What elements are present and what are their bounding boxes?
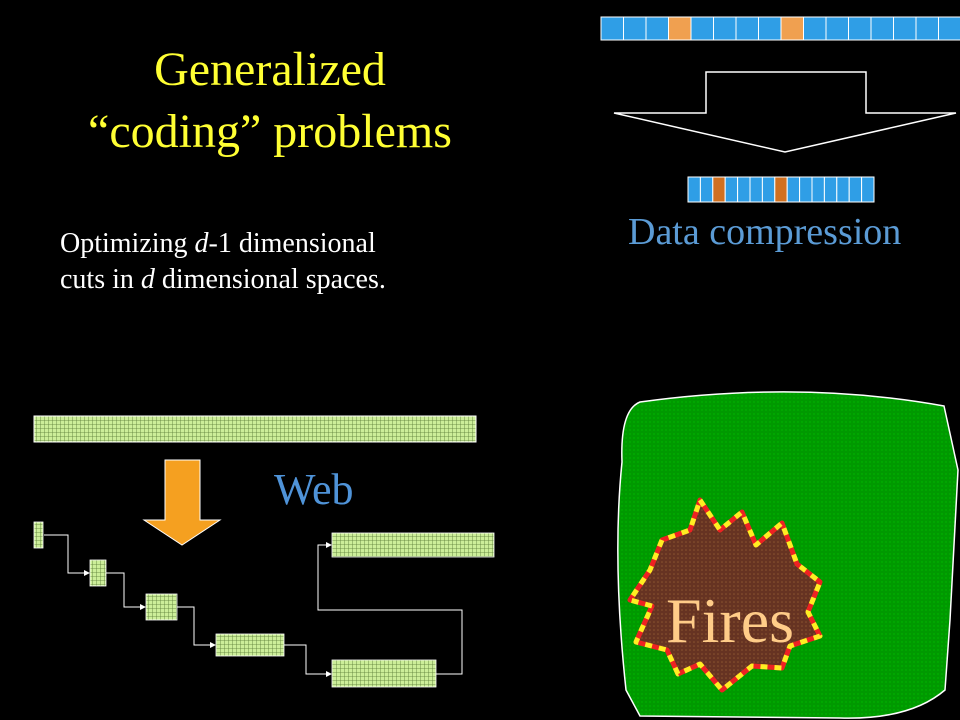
compressed-data-cell <box>836 176 850 203</box>
compressed-data-cell <box>761 176 776 203</box>
input-data-cell <box>825 16 849 41</box>
description-line2-var: d <box>140 264 155 295</box>
compressed-data-cell <box>737 176 751 203</box>
compressed-data-cell <box>823 176 838 203</box>
compressed-data-cell <box>712 176 726 203</box>
web-node-2 <box>89 559 107 587</box>
web-down-arrow <box>142 459 222 546</box>
input-data-strip <box>600 16 960 41</box>
compressed-data-cell <box>848 176 863 203</box>
input-data-cell <box>780 16 804 41</box>
description-line2-rest: dimensional spaces. <box>154 264 386 295</box>
input-data-cell <box>758 16 782 41</box>
description-line1-rest: -1 dimensional <box>208 228 376 259</box>
compressed-data-cell <box>749 176 763 203</box>
fire-region <box>630 500 820 690</box>
web-node-5 <box>331 659 437 688</box>
input-data-cell <box>735 16 759 41</box>
input-data-cell <box>915 16 939 41</box>
web-node-1 <box>33 521 44 549</box>
compressed-data-cell <box>861 176 875 203</box>
compressed-data-cell <box>699 176 714 203</box>
description-line2-text: cuts in <box>60 264 141 295</box>
fires-label: Fires <box>666 585 794 656</box>
description-line1: Optimizing d-1 dimensional <box>60 226 376 262</box>
web-label: Web <box>274 465 354 514</box>
compressed-data-cell <box>799 176 813 203</box>
description-line1-text: Optimizing <box>60 228 195 259</box>
input-data-cell <box>848 16 872 41</box>
input-data-cell <box>623 16 647 41</box>
compressed-data-cell <box>811 176 825 203</box>
description-line1-var: d <box>194 228 209 259</box>
description-line2: cuts in d dimensional spaces. <box>60 262 386 298</box>
compressed-data-strip <box>687 176 875 203</box>
input-data-cell <box>870 16 894 41</box>
web-arrowheads <box>84 542 332 677</box>
input-data-cell <box>600 16 624 41</box>
compression-arrow <box>613 71 957 153</box>
slide-title-line1: Generalized <box>154 43 386 96</box>
slide-title-line2: “coding” problems <box>88 105 452 158</box>
compressed-data-cell <box>786 176 801 203</box>
compressed-data-cell <box>774 176 788 203</box>
web-node-6 <box>331 532 495 558</box>
input-data-cell <box>668 16 692 41</box>
input-data-cell <box>690 16 714 41</box>
web-source-grid <box>33 415 477 443</box>
compressed-data-cell <box>724 176 739 203</box>
web-connectors <box>44 534 463 675</box>
web-node-3 <box>145 593 178 621</box>
compressed-data-cell <box>687 176 701 203</box>
input-data-cell <box>713 16 737 41</box>
input-data-cell <box>803 16 827 41</box>
web-node-4 <box>215 633 285 657</box>
data-compression-label: Data compression <box>628 211 902 253</box>
fire-edge-yellow <box>627 497 823 693</box>
input-data-cell <box>645 16 669 41</box>
input-data-cell <box>938 16 960 41</box>
input-data-cell <box>893 16 917 41</box>
